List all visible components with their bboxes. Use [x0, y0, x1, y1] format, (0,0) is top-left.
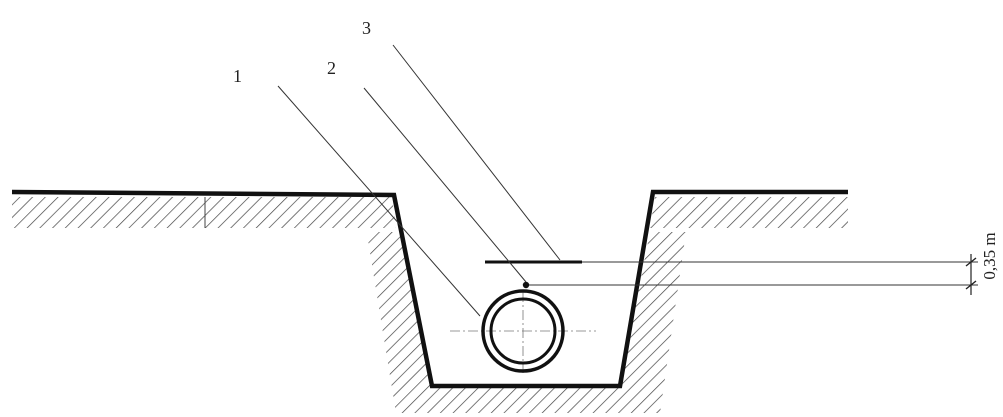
callout-label-3: 3	[362, 18, 371, 38]
dimension-tick-top	[965, 257, 977, 267]
callout-label-2: 2	[327, 58, 336, 78]
leader-line-2	[363, 87, 527, 283]
leader-line-1	[277, 85, 481, 317]
leader-line-3	[392, 44, 561, 261]
soil-hatch-right-ground	[650, 197, 848, 228]
pipe-outer-wall	[481, 289, 565, 373]
dimension-label: 0,35 m	[980, 232, 999, 279]
marker-wire	[522, 281, 530, 289]
soil-hatch-left-ground	[12, 197, 396, 228]
callout-label-1: 1	[233, 66, 242, 86]
trench-outline	[11, 189, 848, 389]
soil-hatch-right-wall	[620, 232, 686, 413]
soil-hatch-bottom	[432, 388, 620, 413]
soil-hatch-left-wall	[368, 232, 432, 413]
dimension-tick-bottom	[965, 280, 977, 290]
pipe-inner-wall	[489, 297, 557, 365]
